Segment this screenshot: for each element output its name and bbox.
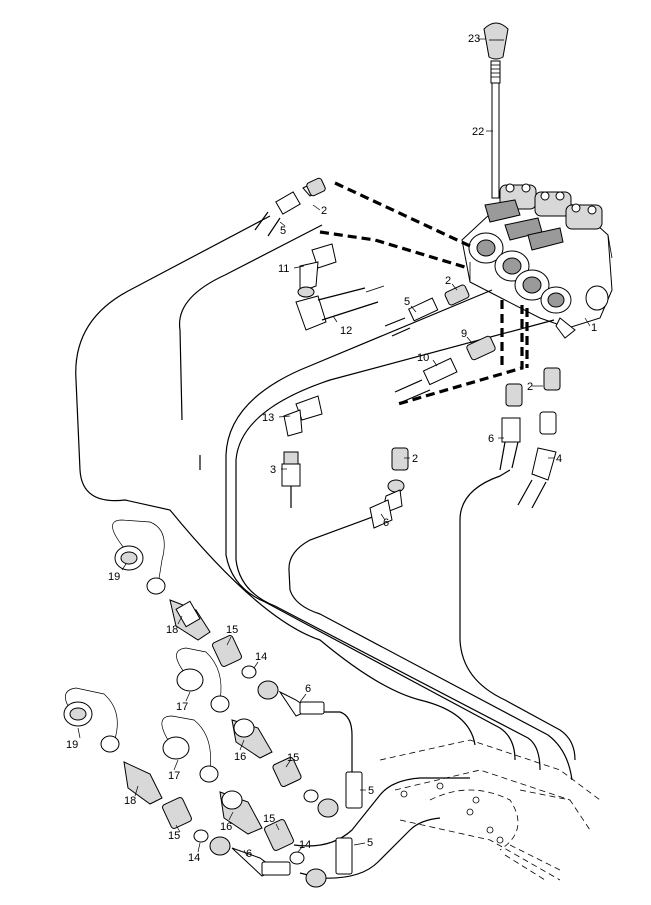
dust-cap-17-a [176, 647, 230, 713]
hose-end-5-top [254, 191, 301, 237]
callout-23: 23 [468, 33, 480, 45]
callout-18-a: 18 [166, 624, 178, 636]
o-ring-14-mid [303, 789, 319, 803]
callout-6-d: 6 [246, 848, 252, 860]
callout-14-c: 14 [299, 839, 311, 851]
callout-13: 13 [262, 412, 274, 424]
callout-19-a: 19 [108, 571, 120, 583]
callout-6-c: 6 [305, 683, 311, 695]
hose-end-3 [281, 451, 301, 508]
hose-end-6-right [499, 417, 521, 471]
callout-18-b: 18 [124, 795, 136, 807]
adapter-2-d [505, 367, 561, 407]
callout-19-b: 19 [66, 739, 78, 751]
adapter-2-top [302, 177, 326, 197]
adapter-2-c [391, 447, 409, 471]
callout-2-d: 2 [527, 381, 533, 393]
callout-22: 22 [472, 126, 484, 138]
hose-end-5-lower [317, 771, 363, 818]
adapter-2-mid [444, 284, 470, 306]
coupler-16-a [231, 718, 273, 759]
callout-2-a: 2 [321, 205, 327, 217]
callout-9: 9 [461, 328, 467, 340]
callout-4: 4 [556, 453, 562, 465]
callout-2-c: 2 [412, 453, 418, 465]
callout-6-b: 6 [488, 433, 494, 445]
callout-14-a: 14 [255, 651, 267, 663]
hose-end-10 [394, 357, 458, 403]
hose-end-6-lower [257, 680, 325, 717]
adapter-15-bottom [162, 797, 192, 829]
callout-5-b: 5 [404, 296, 410, 308]
lever-rod-22 [490, 60, 501, 199]
callout-5-c: 5 [368, 785, 374, 797]
hose-end-6-bottom [209, 836, 291, 877]
coupler-16-b [219, 790, 263, 835]
hose-12 [295, 285, 385, 331]
callout-15-d: 15 [263, 813, 275, 825]
adapter-15-top [212, 635, 242, 667]
callout-11: 11 [278, 263, 289, 275]
callout-10: 10 [417, 352, 429, 364]
callout-15-b: 15 [287, 752, 299, 764]
callout-15-c: 15 [168, 830, 180, 842]
callout-12: 12 [340, 325, 352, 337]
callout-3: 3 [270, 464, 276, 476]
callout-6-a: 6 [383, 517, 389, 529]
hose-end-4 [517, 411, 557, 509]
hose-lines [75, 215, 576, 879]
callout-5-d: 5 [367, 837, 373, 849]
callout-leaders [77, 38, 591, 857]
o-ring-14-bottom-right [289, 851, 305, 865]
callout-17-a: 17 [176, 701, 188, 713]
coupler-18-bottom [123, 761, 163, 805]
coupler-18-top [169, 599, 211, 641]
adapter-15-bottom-right [264, 819, 294, 851]
callout-16-a: 16 [234, 751, 246, 763]
callout-numbers: 23 22 1 2 5 11 12 2 5 9 10 13 3 2 6 2 6 … [66, 33, 597, 864]
callout-2-b: 2 [445, 275, 451, 287]
callout-5-a: 5 [280, 225, 286, 237]
elbow-13 [283, 395, 323, 437]
dust-cap-19-bottom [63, 687, 120, 753]
dust-cap-17-b [161, 715, 219, 783]
callout-17-b: 17 [168, 770, 180, 782]
control-valve-1 [461, 183, 613, 339]
o-ring-14-top [241, 665, 257, 679]
lever-knob-23 [483, 22, 509, 60]
adapter-15-mid [272, 756, 302, 788]
callout-1: 1 [591, 322, 597, 334]
adapter-9 [466, 335, 496, 361]
elbow-11 [297, 243, 337, 298]
hose-end-5-mid [384, 297, 439, 337]
dust-cap-19-top [112, 519, 166, 595]
callout-14-b: 14 [188, 852, 200, 864]
callout-15-a: 15 [226, 624, 238, 636]
hose-end-5-bottom [305, 837, 353, 888]
callout-16-b: 16 [220, 821, 232, 833]
tractor-frame-outline [379, 739, 601, 881]
o-ring-14-bottom [193, 829, 209, 843]
dashed-hose-routes [319, 181, 529, 406]
